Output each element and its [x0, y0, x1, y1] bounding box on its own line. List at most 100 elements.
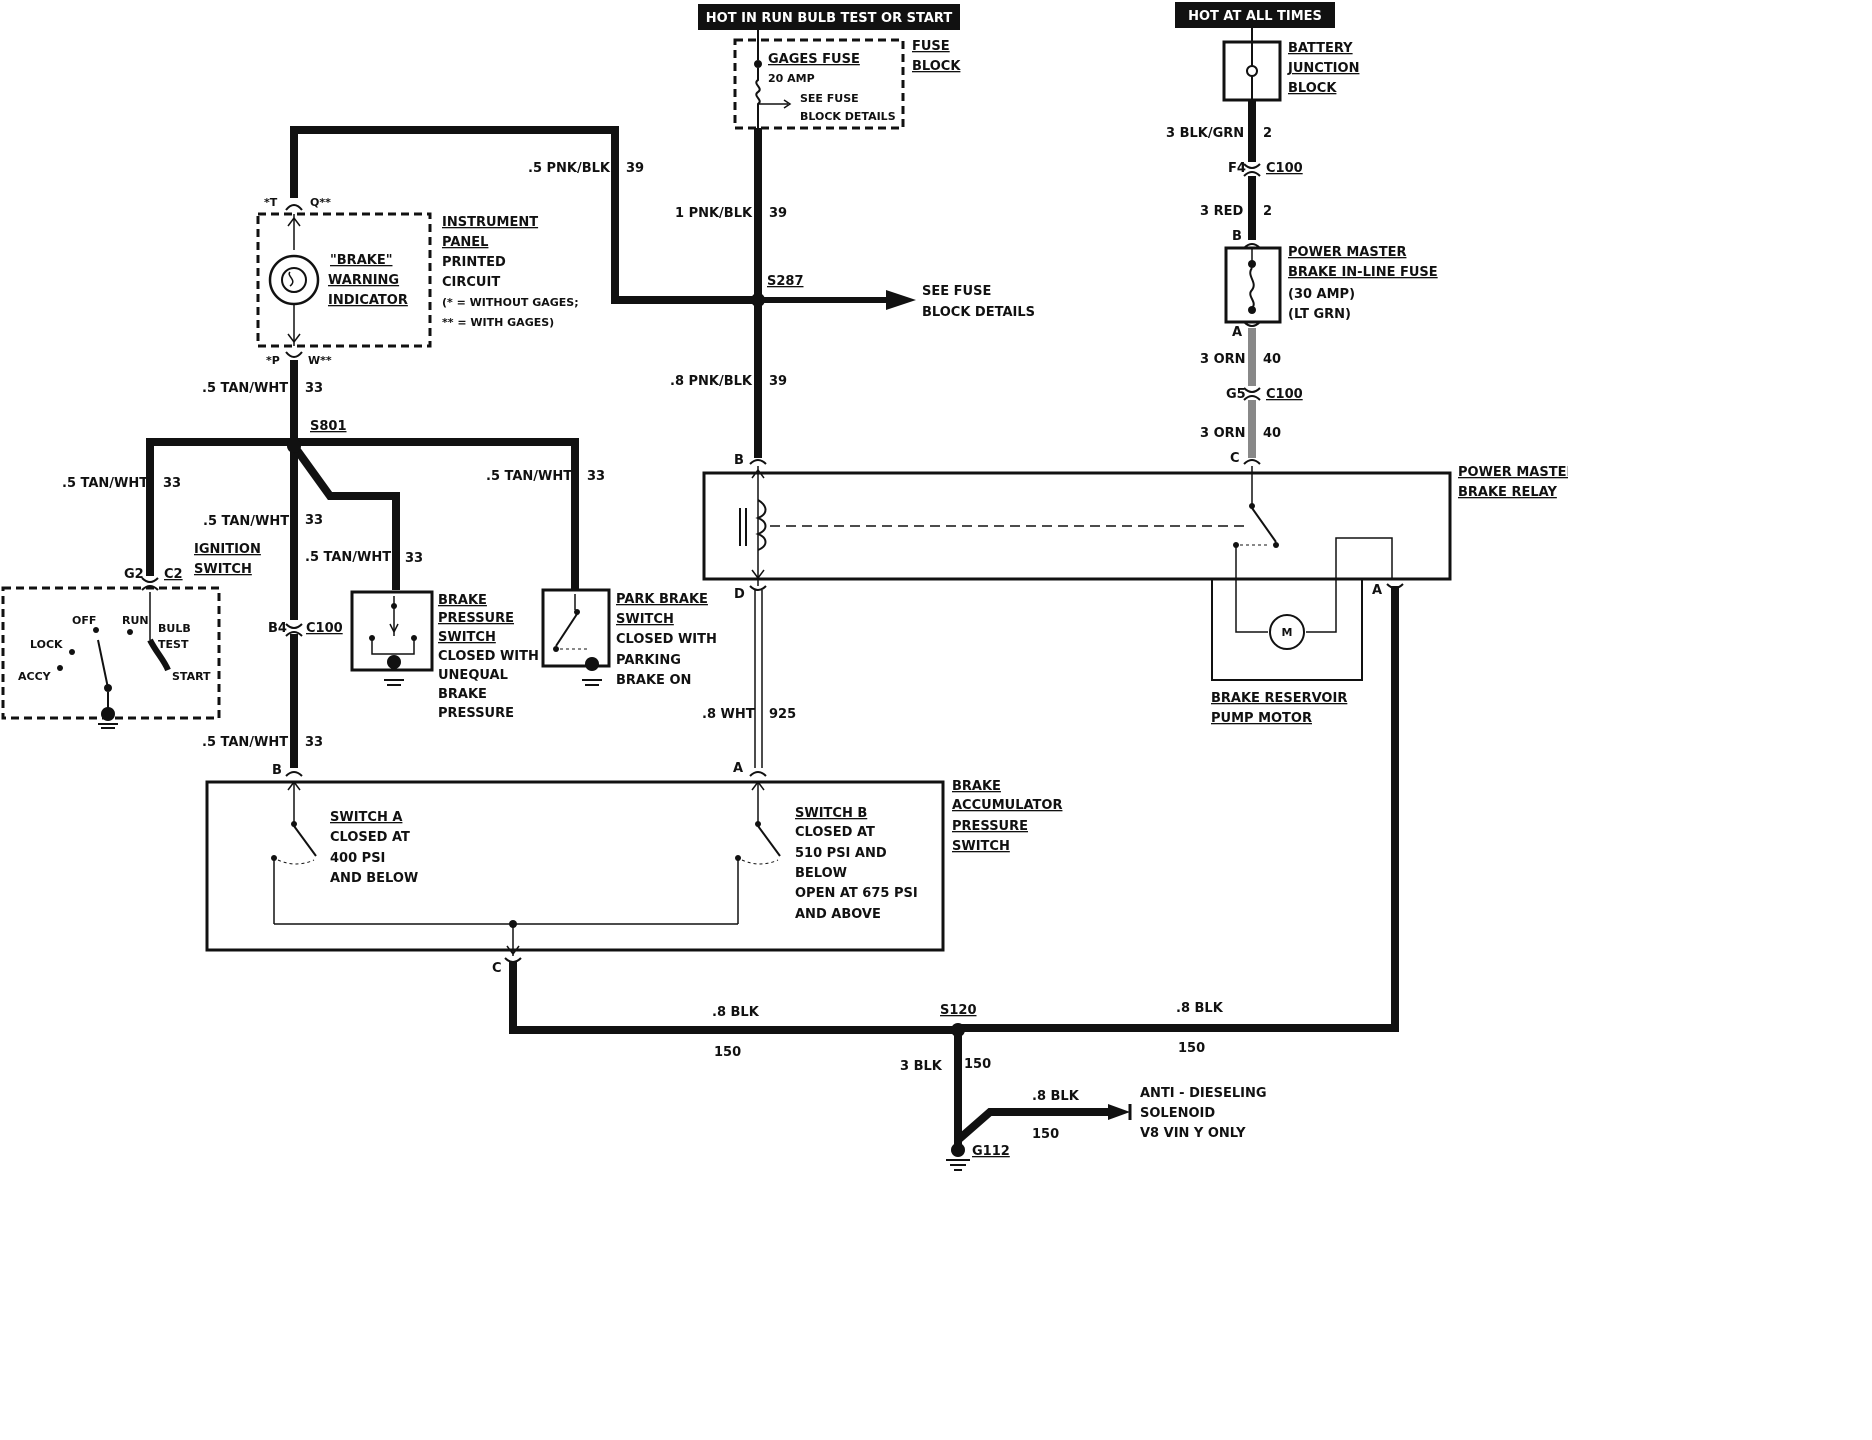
- wire-num-orn-a: 40: [1263, 352, 1281, 367]
- conn-fuse-b: B: [1232, 229, 1242, 244]
- wire-tan-wht-33-branches: [146, 438, 579, 590]
- conn-b4: B4: [268, 621, 287, 636]
- wire-label-blk-right: .8 BLK: [1176, 1001, 1224, 1016]
- gages-fuse-label: GAGES FUSE: [768, 52, 860, 67]
- instrument-panel-line3: PRINTED: [442, 255, 506, 270]
- relay-title-line2: BRAKE RELAY: [1458, 485, 1557, 500]
- accumulator-title3: PRESSURE: [952, 819, 1028, 834]
- splice-s287-label: S287: [767, 274, 804, 289]
- solenoid-connector-icon: [1108, 1104, 1130, 1120]
- wire-num-blk-3: 150: [964, 1057, 991, 1072]
- pm-fuse-line4: (LT GRN): [1288, 307, 1351, 322]
- fuse-element-icon: [755, 68, 761, 128]
- switch-a-line2: CLOSED AT: [330, 830, 410, 845]
- fuse-see-line2: BLOCK DETAILS: [800, 110, 896, 123]
- wire-label-tan-wht-e: .5 TAN/WHT: [305, 550, 391, 565]
- wire-label-orn-b: 3 ORN: [1200, 426, 1246, 441]
- hot-run-header: HOT IN RUN BULB TEST OR START: [698, 4, 960, 30]
- park-line1: PARK BRAKE: [616, 592, 708, 607]
- instrument-panel-line1: INSTRUMENT: [442, 215, 538, 230]
- wire-num-blk-dsl: 150: [1032, 1127, 1059, 1142]
- park-switch-contact-icon: [555, 613, 578, 647]
- wire-label-pnk-blk-8: .8 PNK/BLK: [670, 374, 753, 389]
- conn-acc-b: B: [272, 763, 282, 778]
- wire-num-pnk-blk-8: 39: [769, 374, 787, 389]
- wire-label-blk-grn: 3 BLK/GRN: [1166, 126, 1244, 141]
- bps-line1: BRAKE: [438, 593, 487, 608]
- wire-label-red: 3 RED: [1200, 204, 1243, 219]
- conn-g2: G2: [124, 567, 144, 582]
- pump-motor-icon: [1269, 614, 1305, 650]
- conn-relay-d: D: [734, 587, 745, 602]
- brake-pressure-switch: BRAKE PRESSURE SWITCH CLOSED WITH UNEQUA…: [350, 590, 539, 721]
- switch-b-line6: AND ABOVE: [795, 907, 881, 922]
- pump-title-line2: PUMP MOTOR: [1211, 711, 1312, 726]
- wire-label-tan-wht-f: .5 TAN/WHT: [202, 735, 288, 750]
- anti-dieseling-solenoid: ANTI - DIESELING SOLENOID V8 VIN Y ONLY: [1108, 1086, 1267, 1141]
- conn-fuse-a: A: [1232, 325, 1242, 340]
- splice-s287-dot: [751, 293, 765, 307]
- fuse-see-line1: SEE FUSE: [800, 92, 859, 105]
- see-fuse-line1: SEE FUSE: [922, 284, 991, 299]
- wire-num-tan-wht-e: 33: [405, 551, 423, 566]
- wire-num-tan-wht-b: 33: [163, 476, 181, 491]
- pin-q-label: Q**: [310, 196, 331, 209]
- power-master-relay: M POWER MASTER BRAKE RELAY BRAKE RESERVO…: [702, 465, 1568, 726]
- pm-fuse-line1: POWER MASTER: [1288, 245, 1406, 260]
- hot-all-times-header-text: HOT AT ALL TIMES: [1188, 9, 1322, 24]
- wire-label-tan-wht-c: .5 TAN/WHT: [486, 469, 572, 484]
- accumulator-title4: SWITCH: [952, 839, 1010, 854]
- bps-line5: UNEQUAL: [438, 668, 508, 683]
- instrument-panel-line4: CIRCUIT: [442, 275, 500, 290]
- ignition-lock: LOCK: [30, 638, 63, 651]
- switch-b-line3: 510 PSI AND: [795, 846, 887, 861]
- ignition-switch: OFF RUN BULB TEST LOCK ACCY START IGNITI…: [1, 542, 261, 729]
- fuse-block-title1: FUSE: [912, 39, 950, 54]
- wire-num-wht: 925: [769, 707, 796, 722]
- splice-s801-label: S801: [310, 419, 347, 434]
- gages-fuse-rating: 20 AMP: [768, 72, 815, 85]
- park-line4: PARKING: [616, 653, 681, 668]
- conn-relay-a: A: [1372, 583, 1382, 598]
- wire-num-red: 2: [1263, 204, 1272, 219]
- conn-acc-a: A: [733, 761, 743, 776]
- accumulator-title2: ACCUMULATOR: [952, 798, 1062, 813]
- wire-num-pnk-blk-1: 39: [769, 206, 787, 221]
- splice-s801-dot: [287, 439, 301, 453]
- hot-all-times-header: HOT AT ALL TIMES: [1175, 2, 1335, 28]
- brake-warning-lamp-icon: [268, 254, 320, 306]
- conn-c100-b: C100: [1266, 387, 1303, 402]
- solenoid-line1: ANTI - DIESELING: [1140, 1086, 1267, 1101]
- splice-s120-dot: [951, 1023, 965, 1037]
- fuse-block-title2: BLOCK: [912, 59, 961, 74]
- park-brake-switch: PARK BRAKE SWITCH CLOSED WITH PARKING BR…: [541, 588, 717, 688]
- conn-c100-c: C100: [306, 621, 343, 636]
- park-line2: SWITCH: [616, 612, 674, 627]
- bps-line3: SWITCH: [438, 630, 496, 645]
- accumulator-title1: BRAKE: [952, 779, 1001, 794]
- ground-g112: G112: [946, 1143, 1010, 1171]
- fuse-block: GAGES FUSE 20 AMP SEE FUSE BLOCK DETAILS…: [733, 30, 961, 130]
- pm-fuse-line2: BRAKE IN-LINE FUSE: [1288, 265, 1438, 280]
- wire-num-blk-grn: 2: [1263, 126, 1272, 141]
- wire-label-tan-wht-b: .5 TAN/WHT: [62, 476, 148, 491]
- wht-wire-925: [754, 590, 763, 768]
- brake-warning-wiring-diagram: HOT IN RUN BULB TEST OR START HOT AT ALL…: [1, 2, 1568, 1171]
- wire-8-blk-150-solenoid: [955, 1108, 1112, 1144]
- ignition-contact-icon: [147, 638, 171, 672]
- switch-b-contact-icon: [757, 825, 781, 857]
- bps-line4: CLOSED WITH: [438, 649, 539, 664]
- wire-label-blk-dsl: .8 BLK: [1032, 1089, 1080, 1104]
- switch-b-line2: CLOSED AT: [795, 825, 875, 840]
- wire-num-tan-wht-a: 33: [305, 381, 323, 396]
- wire-num-orn-b: 40: [1263, 426, 1281, 441]
- relay-title-line1: POWER MASTER: [1458, 465, 1568, 480]
- battery-junction-line3: BLOCK: [1288, 81, 1337, 96]
- conn-g5: G5: [1226, 387, 1246, 402]
- ignition-start: START: [172, 670, 211, 683]
- conn-relay-b: B: [734, 453, 744, 468]
- wire-label-pnk-blk-1: 1 PNK/BLK: [675, 206, 753, 221]
- switch-b-line5: OPEN AT 675 PSI: [795, 886, 918, 901]
- conn-c2: C2: [164, 567, 183, 582]
- inline-fuse-element-icon: [1249, 267, 1255, 309]
